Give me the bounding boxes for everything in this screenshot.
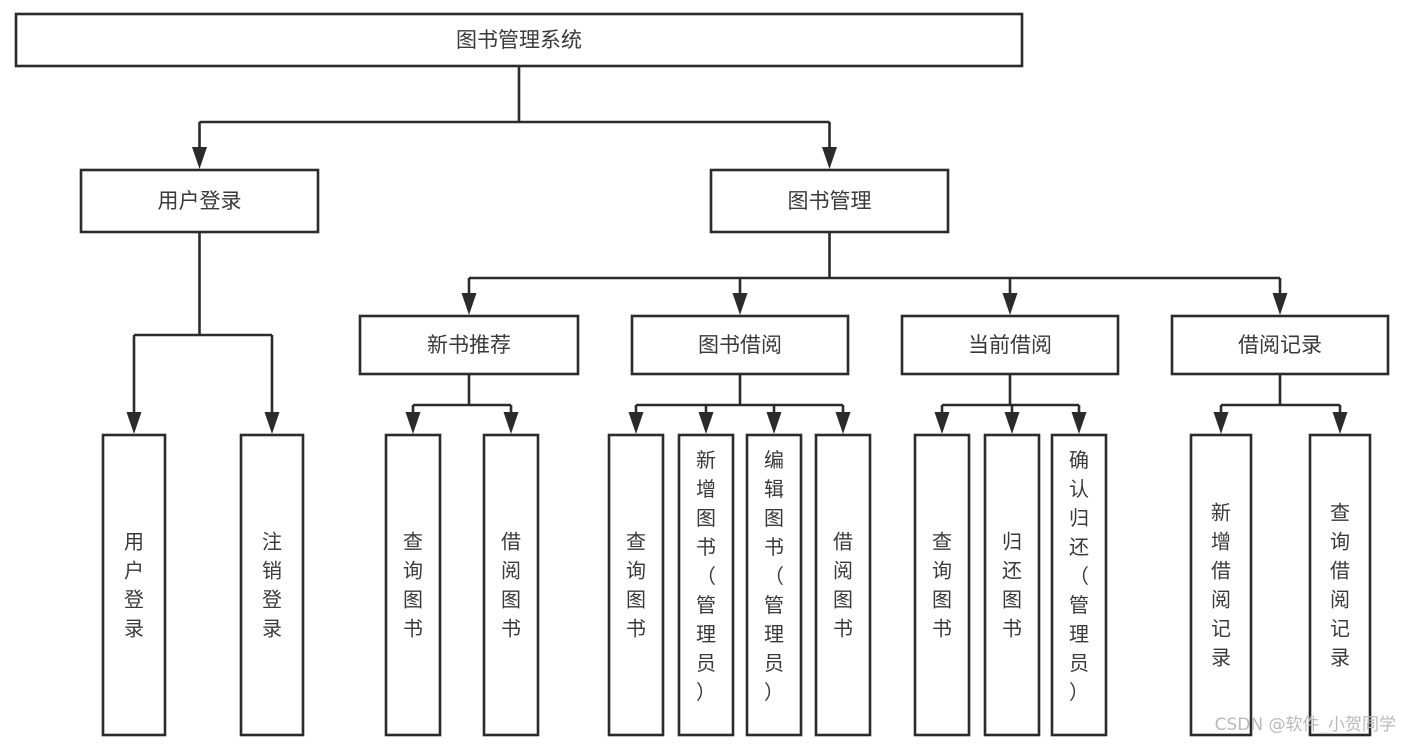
- node-label-leaf-confirm-return: 确认归还（管理员）: [1069, 448, 1089, 704]
- node-leaf-query-book-3[interactable]: 查询图书: [913, 433, 971, 737]
- node-label-book-borrow: 图书借阅: [698, 333, 782, 357]
- node-box-leaf-query-book-3: [913, 433, 971, 737]
- node-leaf-query-book-1[interactable]: 查询图书: [384, 433, 442, 737]
- node-label-leaf-edit-book: 编辑图书（管理员）: [764, 448, 784, 704]
- node-label-leaf-user-login: 用户登录: [124, 529, 144, 640]
- node-leaf-query-book-2[interactable]: 查询图书: [607, 433, 665, 737]
- arrow-head-book-borrow: [732, 293, 748, 315]
- node-box-leaf-edit-book: [745, 433, 803, 737]
- node-box-root: [14, 12, 1024, 68]
- node-box-leaf-borrow-book-1: [482, 433, 540, 737]
- node-box-leaf-add-record: [1189, 433, 1253, 737]
- node-user-login[interactable]: 用户登录: [79, 168, 320, 234]
- node-box-book-borrow: [630, 314, 850, 376]
- node-leaf-add-record[interactable]: 新增借阅记录: [1189, 433, 1253, 737]
- node-leaf-add-book[interactable]: 新增图书（管理员）: [677, 433, 735, 737]
- node-box-borrow-record: [1170, 314, 1390, 376]
- arrow-head-leaf-confirm-return: [1071, 412, 1087, 434]
- node-box-leaf-user-login: [101, 433, 167, 737]
- arrow-head-leaf-logout: [264, 412, 280, 434]
- node-label-root: 图书管理系统: [456, 28, 582, 52]
- node-leaf-query-record[interactable]: 查询借阅记录: [1308, 433, 1372, 737]
- arrow-head-new-book-rec: [461, 293, 477, 315]
- node-box-leaf-logout: [239, 433, 305, 737]
- node-label-leaf-add-book: 新增图书（管理员）: [696, 448, 716, 704]
- node-label-leaf-borrow-book-2: 借阅图书: [833, 529, 853, 640]
- csdn-watermark: CSDN @软件_小贺同学: [1215, 715, 1396, 735]
- node-label-leaf-query-book-3: 查询图书: [932, 529, 952, 640]
- arrow-head-leaf-query-record: [1332, 412, 1348, 434]
- node-leaf-borrow-book-1[interactable]: 借阅图书: [482, 433, 540, 737]
- node-label-leaf-add-record: 新增借阅记录: [1211, 500, 1231, 669]
- node-book-manage[interactable]: 图书管理: [709, 168, 950, 234]
- node-current-borrow[interactable]: 当前借阅: [900, 314, 1120, 376]
- node-label-book-manage: 图书管理: [788, 189, 872, 213]
- node-label-current-borrow: 当前借阅: [968, 333, 1052, 357]
- node-leaf-confirm-return[interactable]: 确认归还（管理员）: [1050, 433, 1108, 737]
- node-box-user-login: [79, 168, 320, 234]
- arrow-head-leaf-add-book: [698, 412, 714, 434]
- node-box-new-book-rec: [358, 314, 580, 376]
- arrow-head-book-manage: [822, 147, 837, 169]
- arrow-head-current-borrow: [1002, 293, 1018, 315]
- node-label-leaf-query-book-1: 查询图书: [403, 529, 423, 640]
- node-leaf-user-login[interactable]: 用户登录: [101, 433, 167, 737]
- arrow-head-leaf-return-book: [1004, 412, 1020, 434]
- node-label-leaf-borrow-book-1: 借阅图书: [501, 529, 521, 640]
- node-leaf-edit-book[interactable]: 编辑图书（管理员）: [745, 433, 803, 737]
- node-new-book-rec[interactable]: 新书推荐: [358, 314, 580, 376]
- arrow-head-leaf-edit-book: [766, 412, 782, 434]
- node-box-leaf-query-book-1: [384, 433, 442, 737]
- arrow-head-borrow-record: [1272, 293, 1288, 315]
- node-box-leaf-confirm-return: [1050, 433, 1108, 737]
- node-box-leaf-return-book: [983, 433, 1041, 737]
- arrow-head-leaf-user-login: [126, 412, 142, 434]
- node-label-borrow-record: 借阅记录: [1238, 333, 1322, 357]
- node-box-current-borrow: [900, 314, 1120, 376]
- arrow-head-leaf-borrow-book-2: [835, 412, 851, 434]
- node-box-leaf-add-book: [677, 433, 735, 737]
- edges-layer: [126, 66, 1348, 434]
- node-root[interactable]: 图书管理系统: [14, 12, 1024, 68]
- node-label-leaf-query-book-2: 查询图书: [626, 529, 646, 640]
- node-label-leaf-return-book: 归还图书: [1002, 529, 1022, 640]
- node-label-new-book-rec: 新书推荐: [427, 333, 511, 357]
- node-box-leaf-query-record: [1308, 433, 1372, 737]
- arrow-head-leaf-query-book-3: [934, 412, 950, 434]
- node-label-leaf-logout: 注销登录: [262, 529, 282, 640]
- node-borrow-record[interactable]: 借阅记录: [1170, 314, 1390, 376]
- node-box-leaf-query-book-2: [607, 433, 665, 737]
- arrow-head-leaf-query-book-1: [405, 412, 421, 434]
- node-box-leaf-borrow-book-2: [814, 433, 872, 737]
- node-leaf-return-book[interactable]: 归还图书: [983, 433, 1041, 737]
- node-label-user-login: 用户登录: [158, 189, 242, 213]
- arrow-head-user-login: [192, 147, 207, 169]
- arrow-head-leaf-query-book-2: [628, 412, 644, 434]
- nodes-layer: 图书管理系统用户登录图书管理新书推荐图书借阅当前借阅借阅记录用户登录注销登录查询…: [14, 12, 1390, 737]
- node-leaf-borrow-book-2[interactable]: 借阅图书: [814, 433, 872, 737]
- node-box-book-manage: [709, 168, 950, 234]
- node-leaf-logout[interactable]: 注销登录: [239, 433, 305, 737]
- node-label-leaf-query-record: 查询借阅记录: [1330, 500, 1350, 669]
- arrow-head-leaf-add-record: [1213, 412, 1229, 434]
- node-book-borrow[interactable]: 图书借阅: [630, 314, 850, 376]
- arrow-head-leaf-borrow-book-1: [503, 412, 519, 434]
